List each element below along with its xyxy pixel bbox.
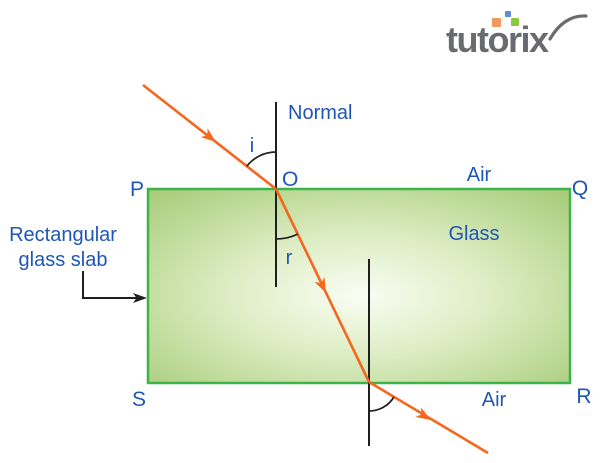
emergent-ray-arrowhead-icon xyxy=(415,407,431,420)
logo-square-green-icon xyxy=(511,18,519,26)
corner-q-label: Q xyxy=(572,177,588,200)
corner-p-label: P xyxy=(130,178,144,201)
caption-line2: glass slab xyxy=(19,249,108,271)
angle-i-label: i xyxy=(250,135,254,157)
angle-r-arc xyxy=(275,233,299,240)
logo-square-blue-icon xyxy=(505,11,511,17)
emergence-angle-arc xyxy=(368,396,395,412)
logo-swoosh-icon xyxy=(548,14,588,41)
angle-i-arc xyxy=(246,151,277,167)
refracted-ray-arrowhead-icon xyxy=(314,277,326,293)
angle-r-label: r xyxy=(286,247,293,269)
corner-r-label: R xyxy=(576,385,591,408)
air-top-label: Air xyxy=(467,164,492,186)
tutorix-logo: tutorix xyxy=(446,10,588,62)
caption-pointer-arrow xyxy=(82,271,139,299)
tutorix-logo-text: tutorix xyxy=(446,19,549,60)
air-bottom-label: Air xyxy=(482,389,507,411)
logo-square-orange-icon xyxy=(492,18,501,27)
point-o-label: O xyxy=(282,168,298,191)
incident-ray-arrowhead-icon xyxy=(200,128,216,142)
caption-pointer-arrowhead-icon xyxy=(133,293,147,303)
normal-label: Normal xyxy=(288,102,352,124)
glass-slab-rect xyxy=(146,187,572,385)
corner-s-label: S xyxy=(132,388,146,411)
glass-label: Glass xyxy=(448,223,499,245)
caption-line1: Rectangular xyxy=(9,224,117,246)
